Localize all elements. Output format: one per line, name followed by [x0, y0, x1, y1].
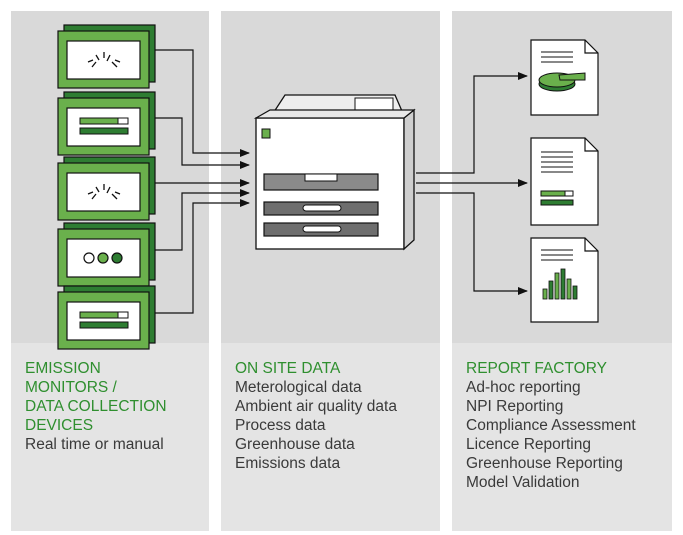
onsite-item: Meterological data — [235, 379, 362, 396]
devices-description: Real time or manual — [25, 436, 164, 453]
report-arrows — [416, 72, 528, 295]
devices-caption: EMISSION MONITORS / DATA COLLECTION DEVI… — [25, 359, 201, 454]
report-item: Greenhouse Reporting — [466, 455, 623, 472]
report-item: Ad-hoc reporting — [466, 379, 581, 396]
report-item: Compliance Assessment — [466, 417, 636, 434]
onsite-item: Greenhouse data — [235, 436, 355, 453]
report-title: REPORT FACTORY — [466, 360, 607, 377]
report-item: Model Validation — [466, 474, 580, 491]
onsite-item: Emissions data — [235, 455, 341, 472]
bar-progress-report-icon — [530, 137, 599, 226]
device-arrows — [155, 49, 250, 314]
devices-title-line: DATA COLLECTION — [25, 398, 167, 415]
report-item: NPI Reporting — [466, 398, 564, 415]
devices-title-line: EMISSION — [25, 360, 101, 377]
progress-bars-icon — [57, 285, 156, 350]
onsite-caption: ON SITE DATA Meterological data Ambient … — [235, 359, 432, 473]
progress-bars-icon — [57, 91, 156, 156]
pie-chart-report-icon — [530, 39, 599, 116]
onsite-item: Ambient air quality data — [235, 398, 397, 415]
gauge-icon — [57, 156, 156, 221]
report-panel: REPORT FACTORY Ad-hoc reporting NPI Repo… — [452, 11, 672, 531]
onsite-caption-area — [221, 343, 440, 531]
bar-chart-report-icon — [530, 237, 599, 323]
devices-title-line: DEVICES — [25, 417, 94, 434]
gauge-icon — [57, 24, 156, 89]
indicator-lights-icon — [57, 222, 156, 287]
onsite-item: Process data — [235, 417, 326, 434]
server-icon — [253, 94, 416, 251]
onsite-title: ON SITE DATA — [235, 360, 341, 377]
report-caption: REPORT FACTORY Ad-hoc reporting NPI Repo… — [466, 359, 664, 492]
devices-caption-area — [11, 343, 209, 531]
report-item: Licence Reporting — [466, 436, 591, 453]
report-caption-area — [452, 343, 672, 531]
devices-title-line: MONITORS / — [25, 379, 117, 396]
